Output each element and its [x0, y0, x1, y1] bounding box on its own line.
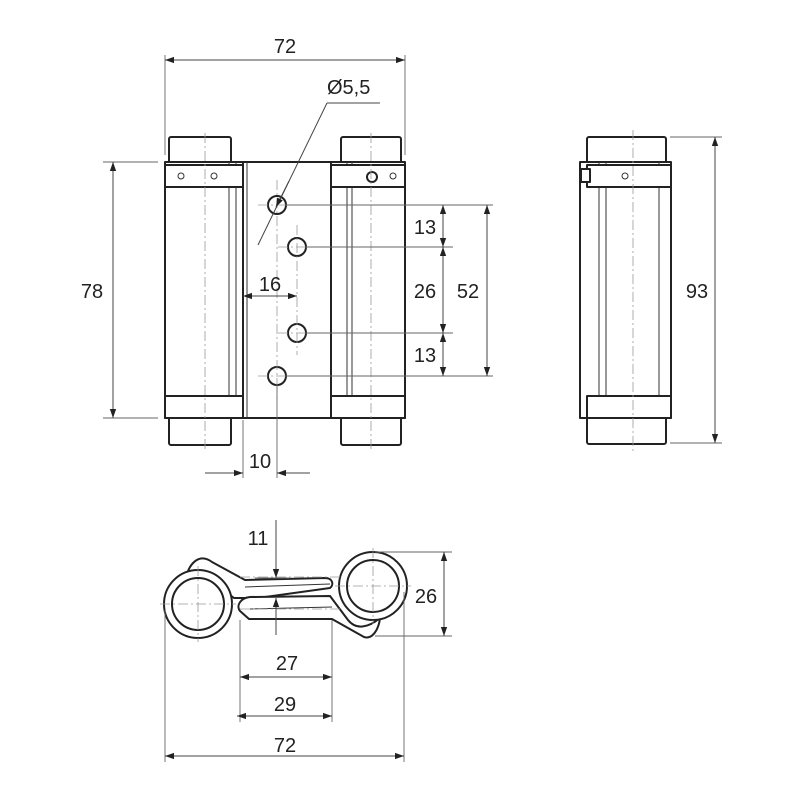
- dim-hole-pitch-bottom: 13: [414, 345, 436, 367]
- dim-leaf-gap: 11: [248, 528, 269, 550]
- right-bottom-collar: [330, 395, 406, 419]
- left-barrel: [164, 161, 244, 419]
- right-barrel: [330, 161, 406, 419]
- dim-hole-pitch-middle: 26: [414, 281, 436, 303]
- side-top-pin: [586, 136, 667, 164]
- side-bottom-pin: [586, 416, 667, 445]
- top-view: 11 26 27 29 72: [160, 520, 452, 762]
- leaf-plate: [242, 161, 332, 419]
- front-view: 72 Ø5,5 78 16 13 26 13 52: [81, 36, 493, 478]
- dim-hole-pitch-top: 13: [414, 217, 436, 239]
- left-bottom-collar: [164, 395, 244, 419]
- dim-inner-width: 27: [276, 653, 298, 675]
- dim-overall-height: 78: [81, 281, 103, 303]
- dim-leaf-span: 29: [274, 694, 296, 716]
- dim-overall-width-top: 72: [274, 36, 296, 58]
- dim-barrel-depth: 26: [415, 586, 437, 608]
- side-body: [579, 161, 672, 419]
- side-bottom-collar: [586, 395, 672, 419]
- side-top-collar: [586, 164, 672, 188]
- dim-hole-offset-16: 16: [259, 274, 281, 296]
- dim-hole-pitch-total: 52: [457, 281, 479, 303]
- dim-hole-diameter: Ø5,5: [327, 77, 370, 99]
- left-bottom-pin-cap: [168, 415, 232, 446]
- dim-overall-width-bottom: 72: [274, 735, 296, 757]
- dim-total-height: 93: [686, 281, 708, 303]
- dim-hole-offset-bottom: 10: [249, 451, 271, 473]
- left-top-pin-cap: [168, 136, 232, 165]
- side-view: 93: [579, 130, 722, 452]
- left-top-collar: [164, 164, 244, 188]
